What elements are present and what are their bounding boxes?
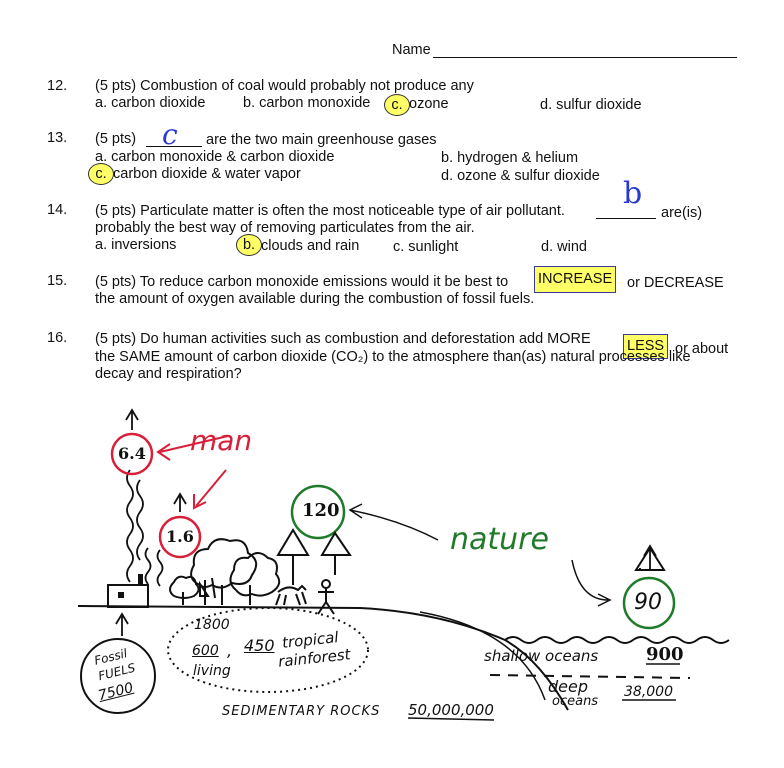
person-head-icon [321,579,331,589]
land-tropical-value: 450 [244,636,275,655]
deep-oceans-label-1: deep [548,677,588,696]
q13-blank [146,146,202,147]
fossil-flux-value: 6.4 [118,444,146,463]
deforestation-flux-value: 1.6 [166,527,194,546]
q14-option-d: d. wind [541,239,587,255]
q13-option-a: a. carbon monoxide & carbon dioxide [95,149,335,165]
arrow-up-icon [173,492,187,512]
name-line [433,57,737,58]
arrow-up-icon [125,408,139,430]
q13-option-c-letter: c. [88,163,114,185]
q16-line1-post: or about [675,341,729,357]
man-arrow-icon [156,435,229,461]
q13-number: 13. [47,130,68,146]
ocean-surface-waves [504,636,730,644]
q13-option-b: b. hydrogen & helium [441,150,579,166]
q14-option-c: c. sunlight [393,239,459,255]
conifer-tree-icon [276,528,310,585]
sed-value-underline [407,717,495,721]
q16-line2: the SAME amount of carbon dioxide (CO₂) … [95,349,691,365]
ocean-layer-divider [489,674,691,679]
q13-handwritten-answer: c [162,118,178,151]
sedimentary-rocks-value: 50,000,000 [408,701,494,719]
nature-arrow-icon [571,559,612,607]
q15-line2: the amount of oxygen available during th… [95,291,535,307]
man-label: man [190,424,253,457]
q14-stem-line2: probably the best way of removing partic… [95,220,475,236]
cloud-tree-icon [229,552,281,605]
land-biomass-outline [167,607,369,693]
conifer-tree-icon [320,531,352,575]
chimney-icon [138,574,143,586]
q14-stem-tail: are(is) [661,205,703,221]
q14-number: 14. [47,202,68,218]
land-preindustrial-value: 1800 [194,617,230,633]
land-slope-line [419,611,546,701]
arrow-up-icon [115,612,129,636]
man-arrow-icon [193,469,227,510]
q14-blank [596,218,656,219]
conifer-tree-icon [634,546,666,571]
q12-option-c-letter: c. [384,94,410,116]
person-icon [317,588,335,615]
cloud-tree-icon [169,575,200,605]
deep-oceans-value: 38,000 [624,684,673,700]
fossil-fuels-circle [80,638,156,714]
q12-option-a: a. carbon dioxide [95,95,206,111]
q14-option-b-letter: b. [236,234,262,256]
q12-stem: (5 pts) Combustion of coal would probabl… [95,78,474,94]
q12-option-b: b. carbon monoxide [243,95,371,111]
land-comma: , [227,641,233,660]
q16-line1-pre: (5 pts) Do human activities such as comb… [95,331,591,347]
nature-label: nature [450,522,549,557]
q16-number: 16. [47,330,68,346]
q12-number: 12. [47,78,68,94]
shallow-oceans-label: shallow oceans [484,647,599,665]
land-flux-value: 120 [302,500,340,521]
q15-line1-post: or DECREASE [627,275,724,291]
animal-icon [275,584,307,606]
shallow-oceans-value: 900 [646,644,684,665]
fossil-flux-circle [110,432,154,476]
q13-stem-post: are the two main greenhouse gases [206,132,437,148]
q15-line1-pre: (5 pts) To reduce carbon monoxide emissi… [95,274,509,290]
q14-option-a: a. inversions [95,237,177,253]
q13-option-d: d. ozone & sulfur dioxide [441,168,600,184]
q13-option-c: carbon dioxide & water vapor [113,166,301,182]
window-icon [118,592,124,598]
q16-choice-less: LESS [623,334,669,359]
land-living-value: 600 [192,643,219,659]
q15-number: 15. [47,273,68,289]
factory-icon [107,584,149,608]
ocean-flux-value: 90 [634,590,662,615]
smoke-squiggle-icon [126,469,134,583]
axe-icon [199,577,216,599]
land-living-label: living [193,663,231,679]
q16-line3: decay and respiration? [95,366,242,382]
q15-choice-increase: INCREASE [534,266,617,293]
smoke-squiggle-icon [156,549,164,587]
q14-option-b: clouds and rain [261,238,360,254]
q14-handwritten-answer: b [623,176,643,211]
q12-option-c: ozone [409,96,449,112]
smoke-squiggle-icon [136,479,144,561]
q14-stem-line1: (5 pts) Particulate matter is often the … [95,203,565,219]
ocean-flux-circle [622,576,676,630]
deforestation-flux-circle [158,515,202,559]
land-surface-line [77,605,569,711]
sedimentary-rocks-label: SEDIMENTARY ROCKS [222,704,381,719]
q13-stem-pre: (5 pts) [95,131,137,147]
smoke-squiggle-icon [144,547,152,585]
deep-oceans-label-2: oceans [552,694,599,709]
q12-option-d: d. sulfur dioxide [540,97,642,113]
nature-arrow-icon [348,503,439,541]
land-flux-circle [290,484,346,540]
name-label: Name [392,42,431,58]
